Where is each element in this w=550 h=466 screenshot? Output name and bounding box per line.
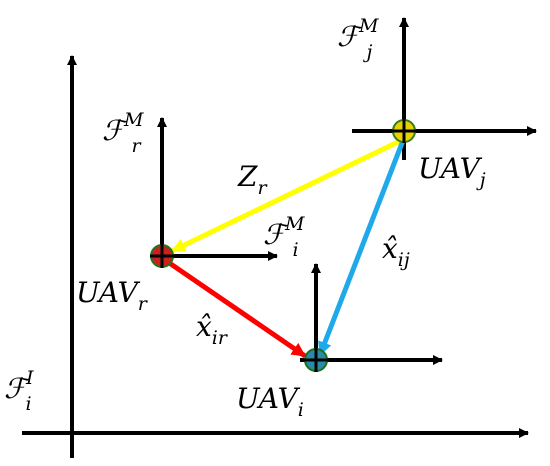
vector-z-r <box>170 138 402 254</box>
vector-x-ij <box>317 137 407 356</box>
uav-i-marker <box>304 348 328 372</box>
vector-x-ir-label: x̂ir <box>196 310 229 349</box>
uav-r-frame-axes <box>157 117 278 261</box>
uav-r-marker <box>150 244 174 268</box>
inertial-frame-axes <box>22 55 529 458</box>
uav-i-label: UAVi <box>236 382 304 421</box>
vector-x-ir <box>163 257 307 359</box>
uav-r-label: UAVr <box>76 276 149 315</box>
uav-j-frame-axes <box>352 17 537 160</box>
vector-x-ij-label: x̂ij <box>382 232 410 271</box>
uav-j-marker <box>392 119 416 143</box>
vector-z-r-label: Zr <box>237 160 268 199</box>
uav-j-label: UAVj <box>418 152 486 191</box>
